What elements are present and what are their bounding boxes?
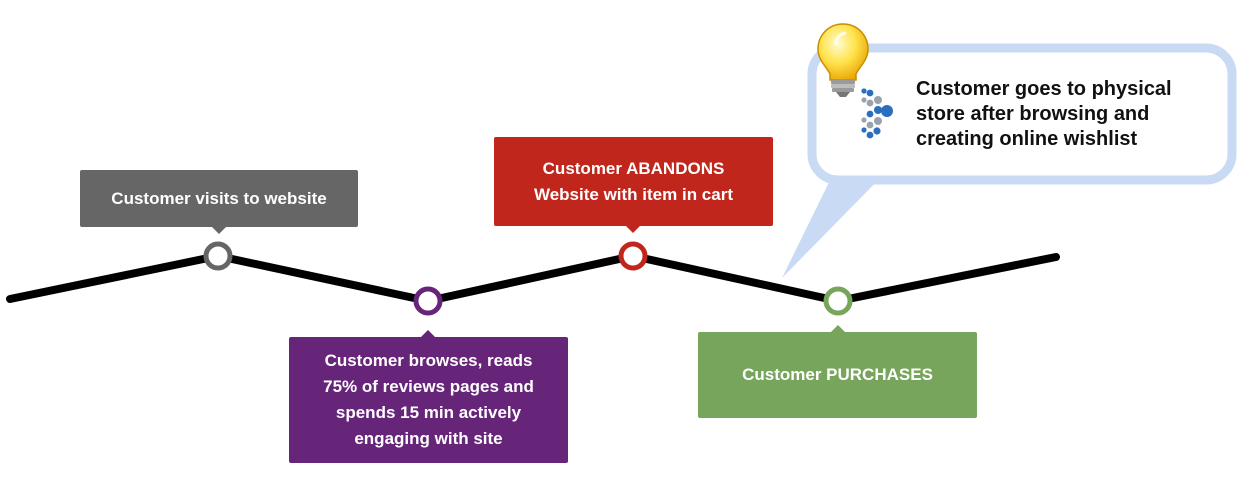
step-purchase-label: Customer PURCHASES xyxy=(742,365,933,384)
browse-pointer xyxy=(421,330,435,337)
step-abandon-box: Customer ABANDONS Website with item in c… xyxy=(494,137,773,226)
step-browse-line: engaging with site xyxy=(354,429,503,448)
purchase-pointer xyxy=(831,325,845,332)
visit-pointer xyxy=(212,227,226,234)
step-visit-label: Customer visits to website xyxy=(111,188,327,208)
node-visit xyxy=(203,241,233,271)
step-browse-box: Customer browses, reads 75% of reviews p… xyxy=(289,337,568,463)
lightbulb-icon xyxy=(817,23,869,97)
callout-bubble xyxy=(782,43,1237,278)
logo-dots-icon xyxy=(861,88,893,139)
step-browse-line: Customer browses, reads xyxy=(324,351,533,370)
step-browse-line: 75% of reviews pages and xyxy=(323,377,534,396)
node-purchase xyxy=(823,286,853,316)
step-abandon-line: Website with item in cart xyxy=(533,184,733,204)
callout-line: Customer goes to physical xyxy=(916,78,1172,100)
abandon-pointer xyxy=(626,226,640,233)
callout-text: Customer goes to physical store after br… xyxy=(916,77,1206,152)
callout-pointer-inner xyxy=(812,176,876,244)
callout-line: creating online wishlist xyxy=(916,128,1138,150)
step-visit-box: Customer visits to website xyxy=(80,170,358,227)
callout-pointer xyxy=(782,168,890,278)
step-browse-line: spends 15 min actively xyxy=(335,403,522,422)
node-abandon xyxy=(618,241,648,271)
callout-frame xyxy=(807,43,1237,185)
journey-line xyxy=(6,252,1060,305)
node-browse xyxy=(413,286,443,316)
step-purchase-box: Customer PURCHASES xyxy=(698,332,977,418)
step-abandon-line: Customer ABANDONS xyxy=(542,158,725,178)
callout-line: store after browsing and xyxy=(916,103,1150,125)
